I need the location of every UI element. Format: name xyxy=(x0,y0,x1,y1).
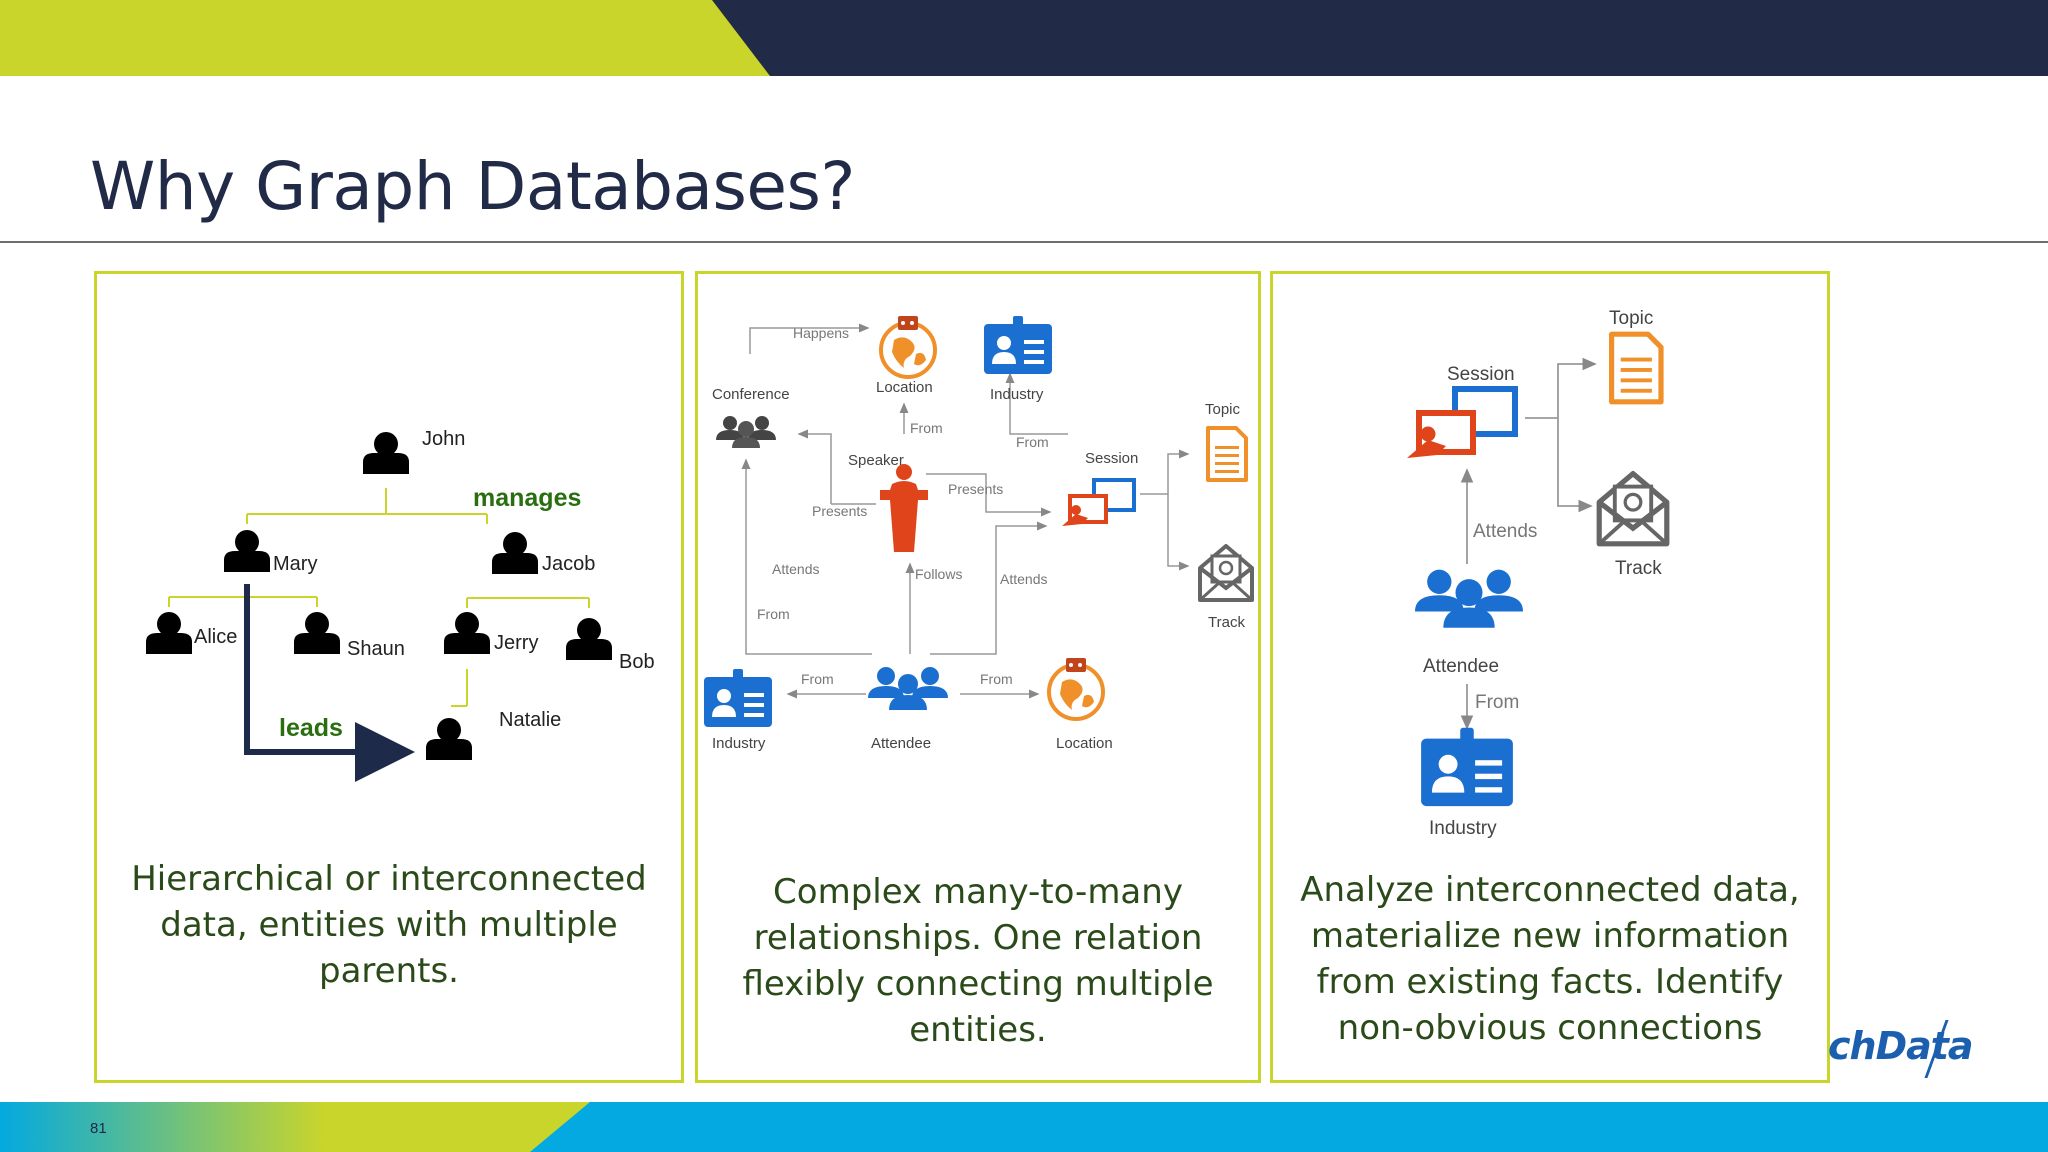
node-label-shaun: Shaun xyxy=(347,638,405,660)
edge-attends-session xyxy=(930,521,1048,655)
person-icon-jerry xyxy=(444,612,490,654)
node-label-topic: Topic xyxy=(1609,308,1653,329)
panel-analyze: Topic Session Track Attendee Industry At… xyxy=(1270,271,1830,1083)
node-label-conference: Conference xyxy=(712,386,790,403)
page-number: 81 xyxy=(90,1120,107,1137)
edge-session-topic xyxy=(1140,449,1190,495)
node-label-track: Track xyxy=(1208,614,1245,631)
id-badge-icon-industry xyxy=(1421,727,1513,807)
panel-caption: Hierarchical or interconnected data, ent… xyxy=(131,859,647,991)
node-label-session: Session xyxy=(1085,450,1138,467)
person-icon-bob xyxy=(566,618,612,660)
id-badge-icon-bottom xyxy=(704,669,772,727)
globe-location-icon-top xyxy=(879,314,937,379)
person-icon-jacob xyxy=(492,532,538,574)
edge-label-attends-conference: Attends xyxy=(772,561,819,577)
edge-label-presents-conference: Presents xyxy=(812,503,867,519)
hierarchy-diagram: John Mary Jacob Alice Shaun Jerry Bob Na… xyxy=(146,428,655,782)
edge-label-from-session-industry: From xyxy=(1016,434,1049,450)
edge-session-track xyxy=(1557,418,1593,513)
node-label-alice: Alice xyxy=(194,626,237,648)
node-label-john: John xyxy=(422,428,465,450)
panel-hierarchical: John Mary Jacob Alice Shaun Jerry Bob Na… xyxy=(94,271,684,1083)
panel-caption: Analyze interconnected data, materialize… xyxy=(1300,870,1800,1048)
document-icon-topic xyxy=(1612,334,1661,402)
top-banner-accent xyxy=(0,0,770,76)
node-label-jacob: Jacob xyxy=(542,553,595,575)
node-label-industry-top: Industry xyxy=(990,386,1044,403)
edge-label-leads: leads xyxy=(279,714,343,742)
node-label-location-top: Location xyxy=(876,379,933,396)
edge-session-track xyxy=(1167,494,1190,571)
group-icon-attendee xyxy=(868,667,948,710)
edge-label-from-left: From xyxy=(757,606,790,622)
globe-location-icon-bottom xyxy=(1047,656,1105,721)
node-label-jerry: Jerry xyxy=(494,632,538,654)
node-label-natalie: Natalie xyxy=(499,709,561,731)
presentation-screen-icon xyxy=(1407,389,1515,458)
speaker-podium-icon xyxy=(880,464,928,552)
company-logo: chData xyxy=(1828,1024,1974,1068)
edge-session-topic xyxy=(1557,357,1597,418)
person-icon-alice xyxy=(146,612,192,654)
node-label-topic: Topic xyxy=(1205,401,1241,418)
edge-label-presents-session: Presents xyxy=(948,481,1003,497)
edge-attends-conference xyxy=(741,458,872,655)
inference-diagram: Topic Session Track Attendee Industry At… xyxy=(1273,308,1827,839)
mail-track-icon xyxy=(1198,544,1254,602)
edge-label-follows: Follows xyxy=(915,566,962,582)
edge-label-attends: Attends xyxy=(1473,521,1537,542)
presentation-screen-icon xyxy=(1060,478,1136,528)
edge-happens xyxy=(749,323,870,354)
group-icon-conference xyxy=(716,416,776,448)
node-label-attendee: Attendee xyxy=(871,735,931,752)
panel-caption: Complex many-to-many relationships. One … xyxy=(742,872,1214,1050)
node-label-speaker: Speaker xyxy=(848,452,904,469)
edge-label-attends-session: Attends xyxy=(1000,571,1047,587)
edge-label-manages: manages xyxy=(473,484,581,512)
edge-label-happens: Happens xyxy=(793,325,849,341)
node-label-industry: Industry xyxy=(1429,818,1497,839)
node-label-track: Track xyxy=(1615,558,1662,579)
person-icon-shaun xyxy=(294,612,340,654)
node-label-session: Session xyxy=(1447,364,1515,385)
node-label-bob: Bob xyxy=(619,651,655,673)
slide-title: Why Graph Databases? xyxy=(90,148,855,225)
person-icon-mary xyxy=(224,530,270,572)
edge-presents-conference xyxy=(797,429,832,504)
node-label-attendee: Attendee xyxy=(1423,656,1499,677)
node-label-industry-bottom: Industry xyxy=(712,735,766,752)
edge-label-from-attendee-location: From xyxy=(980,671,1013,687)
edge-label-from: From xyxy=(1475,692,1519,713)
bottom-banner-accent xyxy=(0,1102,590,1152)
conference-graph-diagram: Conference Location Industry Speaker Ses… xyxy=(704,314,1254,752)
edge-label-from-speaker-location: From xyxy=(910,420,943,436)
edge-label-from-attendee-industry: From xyxy=(801,671,834,687)
document-icon-topic xyxy=(1206,426,1248,482)
id-badge-icon-top xyxy=(984,316,1052,374)
mail-track-icon xyxy=(1599,474,1667,544)
node-label-location-bottom: Location xyxy=(1056,735,1113,752)
title-divider xyxy=(0,241,2048,243)
leads-arrow xyxy=(244,584,415,782)
person-icon-john xyxy=(363,432,409,474)
group-icon-attendee xyxy=(1415,569,1523,628)
panel-many-to-many: Conference Location Industry Speaker Ses… xyxy=(695,271,1261,1083)
node-label-mary: Mary xyxy=(273,553,317,575)
edge-session-industry-h xyxy=(1009,404,1068,435)
person-icon-natalie xyxy=(426,718,472,760)
edge-presents-session xyxy=(926,473,1052,517)
